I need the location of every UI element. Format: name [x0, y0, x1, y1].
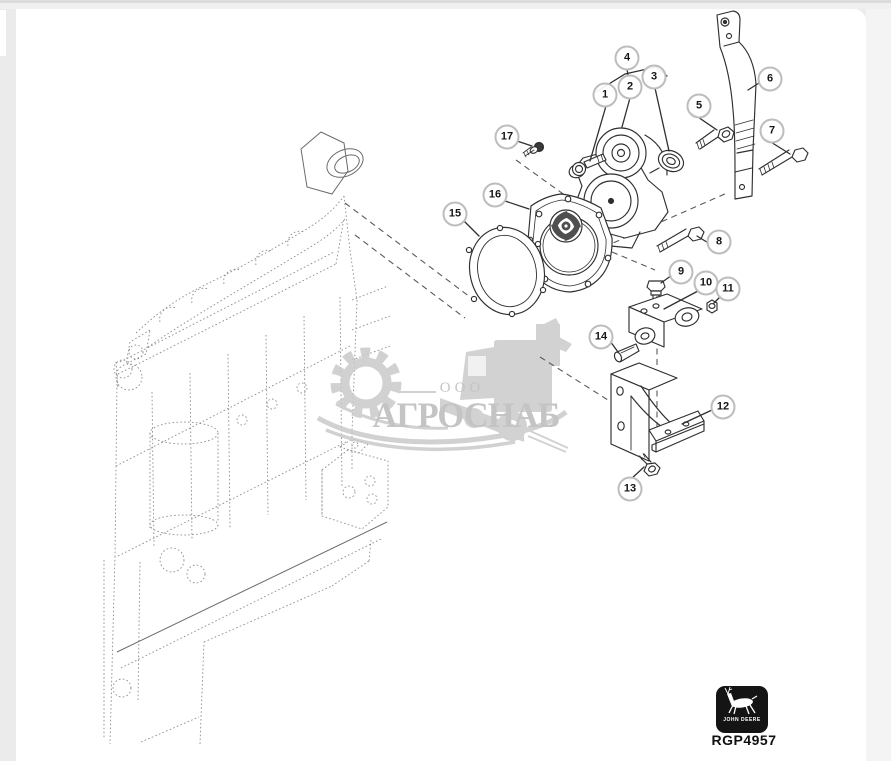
watermark-swoosh: [316, 391, 568, 451]
part-code-label: RGP4957: [711, 732, 777, 748]
watermark-gear-icon: [330, 347, 402, 419]
watermark-graphics: [316, 318, 572, 453]
watermark-org-form: ООО: [439, 380, 485, 396]
pin-14-drawing: [613, 343, 640, 363]
john-deere-wordmark: JOHN DEERE: [723, 717, 761, 723]
bolt-13-drawing: [638, 453, 661, 477]
dipstick-brace-drawing: [716, 10, 757, 200]
deer-icon: [724, 686, 758, 715]
tensioner-bolt-drawing: [568, 153, 607, 179]
window-right-strip: [866, 9, 891, 761]
bolt-8-drawing: [656, 226, 705, 253]
window-top-strip: [0, 0, 891, 9]
engine-illustration: [103, 195, 391, 745]
watermark-company-name: АГРОСНАБ: [372, 395, 560, 435]
page-edge-tab: [0, 10, 6, 56]
bolt-17-drawing: [522, 141, 545, 158]
washer-drawing: [649, 149, 685, 174]
water-pump-drawing: [526, 193, 613, 293]
angle-bracket-drawing: [610, 362, 705, 462]
john-deere-logo: [716, 686, 768, 733]
gasket-drawing: [465, 224, 547, 318]
bolt-5-drawing: [695, 126, 735, 150]
watermark-harvester-icon: [440, 318, 572, 453]
bolt-7-drawing: [758, 147, 809, 176]
pivot-bracket-drawing: [628, 293, 703, 348]
engine-solid-edges: [116, 131, 388, 653]
